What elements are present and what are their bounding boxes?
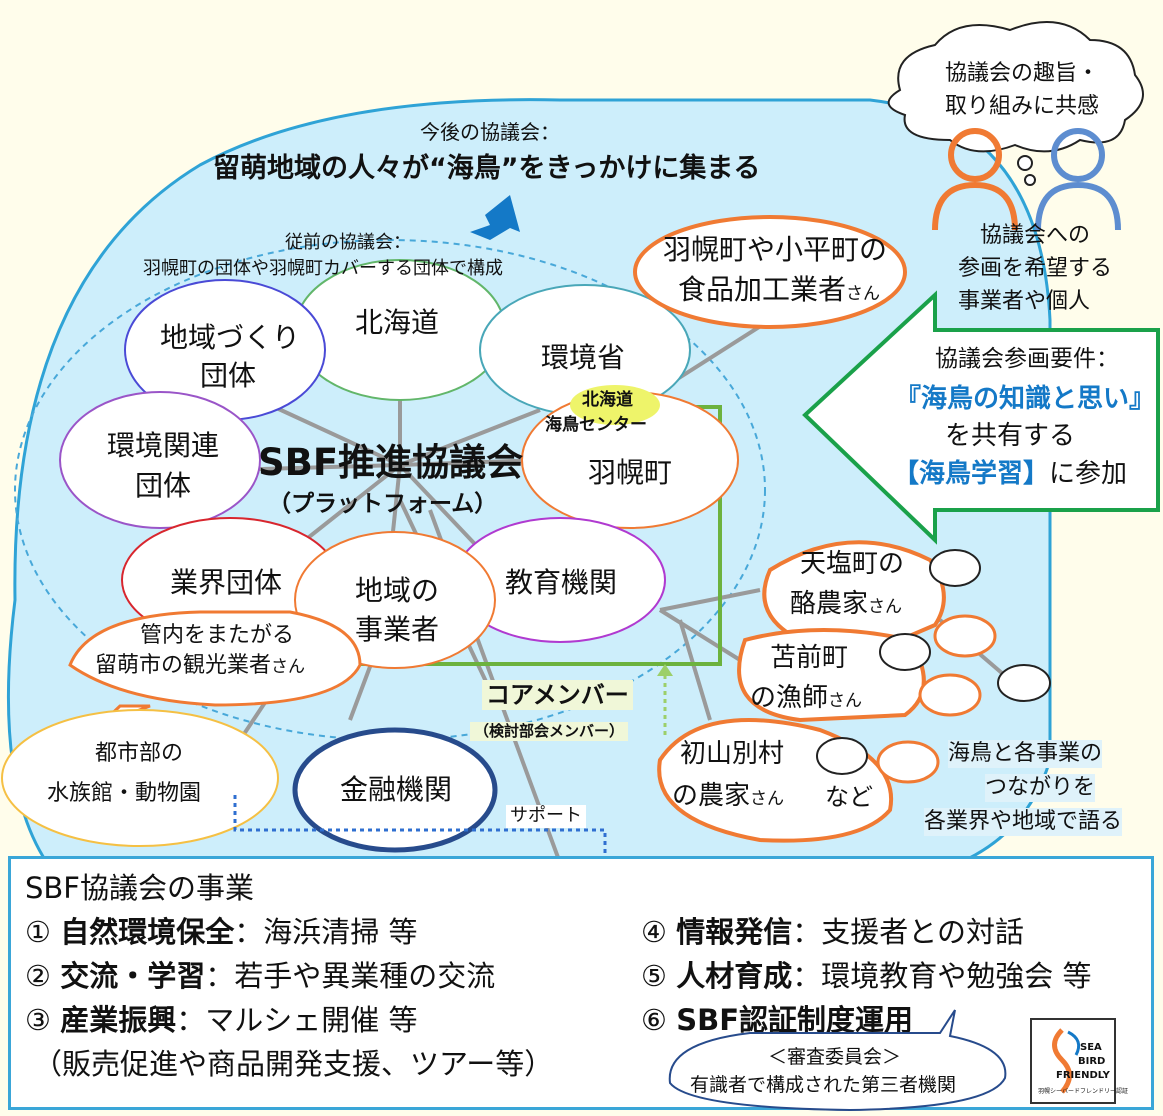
seabird-center-highlight [570, 385, 660, 425]
label-env-groups-1: 環境関連 [107, 429, 220, 462]
node-env-groups [59, 391, 261, 529]
node-finance [292, 727, 498, 853]
label-food-2: 食品加工業者さん [678, 273, 881, 306]
thought-line-1: 協議会の趣旨・ [945, 61, 1100, 86]
business-item-3-sub: （販売促進や商品開発支援、ツアー等） [33, 1047, 554, 1081]
label-dairy-1: 天塩町の [800, 549, 905, 579]
applicants-1: 協議会への [980, 223, 1091, 248]
logo-text-1: SEA [1080, 1042, 1102, 1053]
business-item-3: ③ 産業振興：マルシェ開催 等 [25, 1003, 418, 1037]
requirements-4: 【海鳥学習】に参加 [893, 459, 1128, 489]
applicants-3: 事業者や個人 [958, 289, 1091, 314]
committee-bubble [668, 1009, 1007, 1112]
label-fisher-1: 苫前町 [770, 643, 849, 673]
label-tourism-2: 留萌市の観光業者さん [95, 653, 306, 678]
storytelling-3: 各業界や地域で語る [924, 808, 1123, 836]
label-food-1: 羽幌町や小平町の [663, 233, 888, 266]
business-item-5: ⑤ 人材育成：環境教育や勉強会 等 [641, 959, 1092, 993]
thought-cloud [887, 21, 1144, 153]
previous-council-label: 従前の協議会： [285, 232, 411, 253]
thought-line-2: 取り組みに共感 [945, 94, 1100, 119]
requirements-arrow [802, 290, 1160, 545]
committee-1: ＜審査委員会＞ [768, 1046, 902, 1068]
node-dairy [762, 540, 946, 642]
speech-small [929, 549, 981, 587]
committee-2: 有識者で構成された第三者機関 [690, 1074, 957, 1096]
business-item-1: ① 自然環境保全：海浜清掃 等 [25, 915, 418, 949]
label-env-ministry: 環境省 [541, 341, 626, 374]
business-item-2: ② 交流・学習：若手や異業種の交流 [25, 959, 496, 993]
future-council-title: 留萌地域の人々が“海鳥”をきっかけに集まる [213, 153, 761, 184]
label-env-groups-2: 団体 [135, 469, 192, 502]
ghost-bubble [918, 673, 982, 717]
ghost-bubble [933, 614, 997, 658]
label-hokkaido: 北海道 [355, 306, 440, 339]
label-seabird-center-1: 北海道 [582, 390, 633, 410]
label-aquarium-2: 水族館・動物園 [47, 781, 202, 806]
logo-text-4: 羽幌シーバードフレンドリー認証 [1038, 1088, 1128, 1095]
storytelling-1: 海鳥と各事業の [948, 740, 1103, 768]
label-farmer-1: 初山別村 [680, 739, 785, 769]
sbf-logo: SEA BIRD FRIENDLY 羽幌シーバードフレンドリー認証 [1030, 1018, 1128, 1104]
ghost-bubble [876, 740, 940, 784]
label-education: 教育機関 [505, 566, 618, 599]
label-seabird-center-2: 海鳥センター [545, 415, 647, 435]
label-finance: 金融機関 [340, 773, 453, 806]
label-fisher-2: の漁師さん [750, 683, 863, 713]
requirements-1: 協議会参画要件： [935, 346, 1119, 372]
applicants-2: 参画を希望する [958, 256, 1113, 281]
requirements-3: を共有する [945, 421, 1076, 451]
label-local-biz-1: 地域の [355, 574, 440, 607]
label-farmer-2: の農家さん [672, 781, 785, 811]
label-aquarium-1: 都市部の [95, 741, 184, 766]
label-tourism-1: 管内をまたがる [140, 623, 295, 648]
person-icons [932, 128, 1121, 231]
label-haboro: 羽幌町 [588, 456, 673, 489]
logo-text-3: FRIENDLY [1056, 1070, 1110, 1081]
center-title: SBF推進協議会 [258, 441, 524, 484]
label-dairy-2: 酪農家さん [790, 589, 903, 619]
storytelling-2: つながりを [985, 774, 1096, 802]
requirements-2: 『海鳥の知識と思い』 [895, 384, 1156, 414]
node-food [633, 215, 907, 329]
core-arrow-head [657, 664, 673, 676]
speech-small [816, 737, 868, 775]
support-label: サポート [506, 805, 586, 828]
core-sub: （検討部会メンバー） [470, 722, 629, 741]
label-community-1: 地域づくり [160, 321, 301, 354]
bird-logo-icon [1052, 1028, 1081, 1094]
label-industry: 業界団体 [170, 566, 283, 599]
business-title: SBF協議会の事業 [25, 871, 254, 905]
node-aquarium [1, 709, 279, 847]
growth-arrow [470, 195, 520, 240]
center-subtitle: （プラットフォーム） [268, 491, 498, 517]
speech-small [879, 633, 931, 671]
business-item-6: ⑥ SBF認証制度運用 [641, 1003, 914, 1037]
core-title: コアメンバー [482, 680, 633, 710]
label-etc: など [825, 783, 873, 811]
label-community-2: 団体 [200, 359, 257, 392]
previous-council-desc: 羽幌町の団体や羽幌町カバーする団体で構成 [143, 258, 503, 279]
speech-small [997, 664, 1051, 702]
future-council-label: 今後の協議会： [420, 120, 560, 144]
label-local-biz-2: 事業者 [355, 613, 440, 646]
logo-text-2: BIRD [1078, 1056, 1106, 1067]
business-item-4: ④ 情報発信：支援者との対話 [641, 915, 1024, 949]
